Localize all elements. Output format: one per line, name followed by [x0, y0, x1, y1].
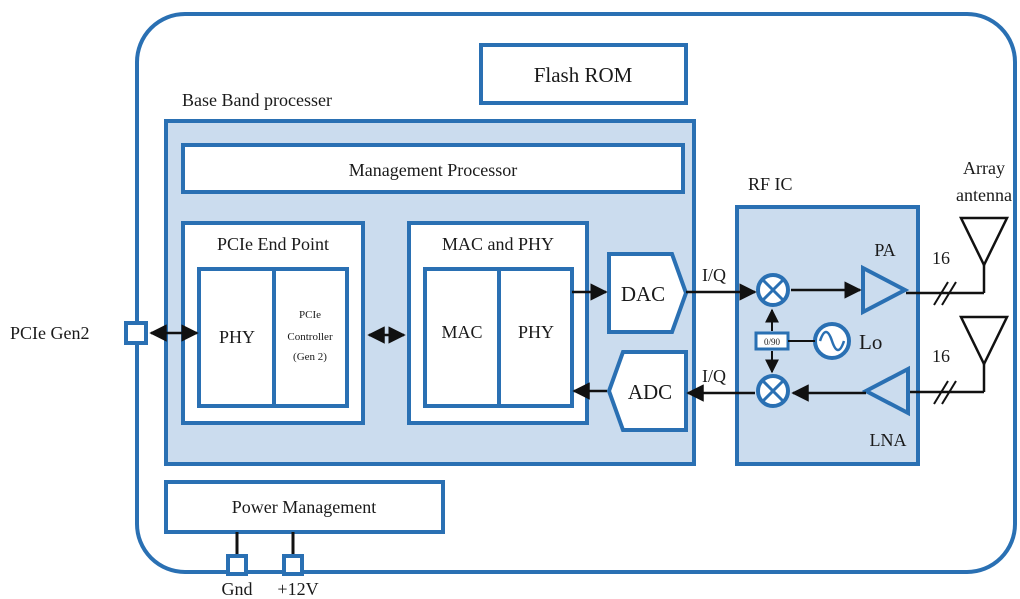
bus-slash-top [933, 281, 957, 306]
dac-block [607, 252, 689, 334]
oscillator-symbol [813, 322, 851, 360]
base-band-label: Base Band processer [182, 90, 332, 110]
count-top-label: 16 [932, 248, 950, 268]
count-bottom-label: 16 [932, 346, 950, 366]
pcie-connector-port [124, 321, 148, 345]
gnd-label: Gnd [222, 579, 253, 599]
lna-amplifier [861, 365, 910, 417]
management-processor-label: Management Processor [349, 160, 517, 180]
iq-top-label: I/Q [702, 265, 726, 285]
management-processor-block [181, 143, 685, 194]
antenna-top-icon [958, 216, 1010, 268]
pcie-controller-label-1: PCIe [299, 309, 321, 321]
antenna-bottom-icon [958, 315, 1010, 367]
adc-label: ADC [628, 380, 672, 404]
lo-label: Lo [859, 330, 882, 354]
phase-shifter-label: 0/90 [764, 337, 781, 347]
v12-port [282, 554, 304, 576]
mac-and-phy-label: MAC and PHY [442, 234, 554, 254]
pa-label: PA [874, 240, 895, 260]
mixer-bottom [756, 374, 790, 408]
bus-slash-bottom [933, 380, 957, 405]
pcie-controller-label-3: (Gen 2) [293, 351, 327, 363]
flash-rom-label: Flash ROM [534, 63, 633, 87]
iq-bottom-label: I/Q [702, 366, 726, 386]
power-management-block [164, 480, 445, 534]
gnd-port [226, 554, 248, 576]
pcie-end-point-label: PCIe End Point [217, 234, 329, 254]
mixer-top [756, 273, 790, 307]
power-management-label: Power Management [232, 497, 376, 517]
rf-ic-label: RF IC [748, 174, 793, 194]
pcie-controller-label-2: Controller [287, 331, 333, 343]
array-antenna-label-1: Array [963, 158, 1005, 178]
lna-label: LNA [870, 430, 907, 450]
pa-amplifier [861, 264, 910, 316]
adc-block [606, 350, 688, 432]
pcie-phy-label: PHY [219, 327, 255, 347]
mac-label: MAC [441, 322, 482, 342]
flash-rom-block [479, 43, 688, 105]
mac-phy-phy-label: PHY [518, 322, 554, 342]
pcie-gen2-label: PCIe Gen2 [10, 323, 90, 343]
array-antenna-label-2: antenna [956, 185, 1012, 205]
dac-label: DAC [621, 282, 665, 306]
v12-label: +12V [277, 579, 318, 599]
